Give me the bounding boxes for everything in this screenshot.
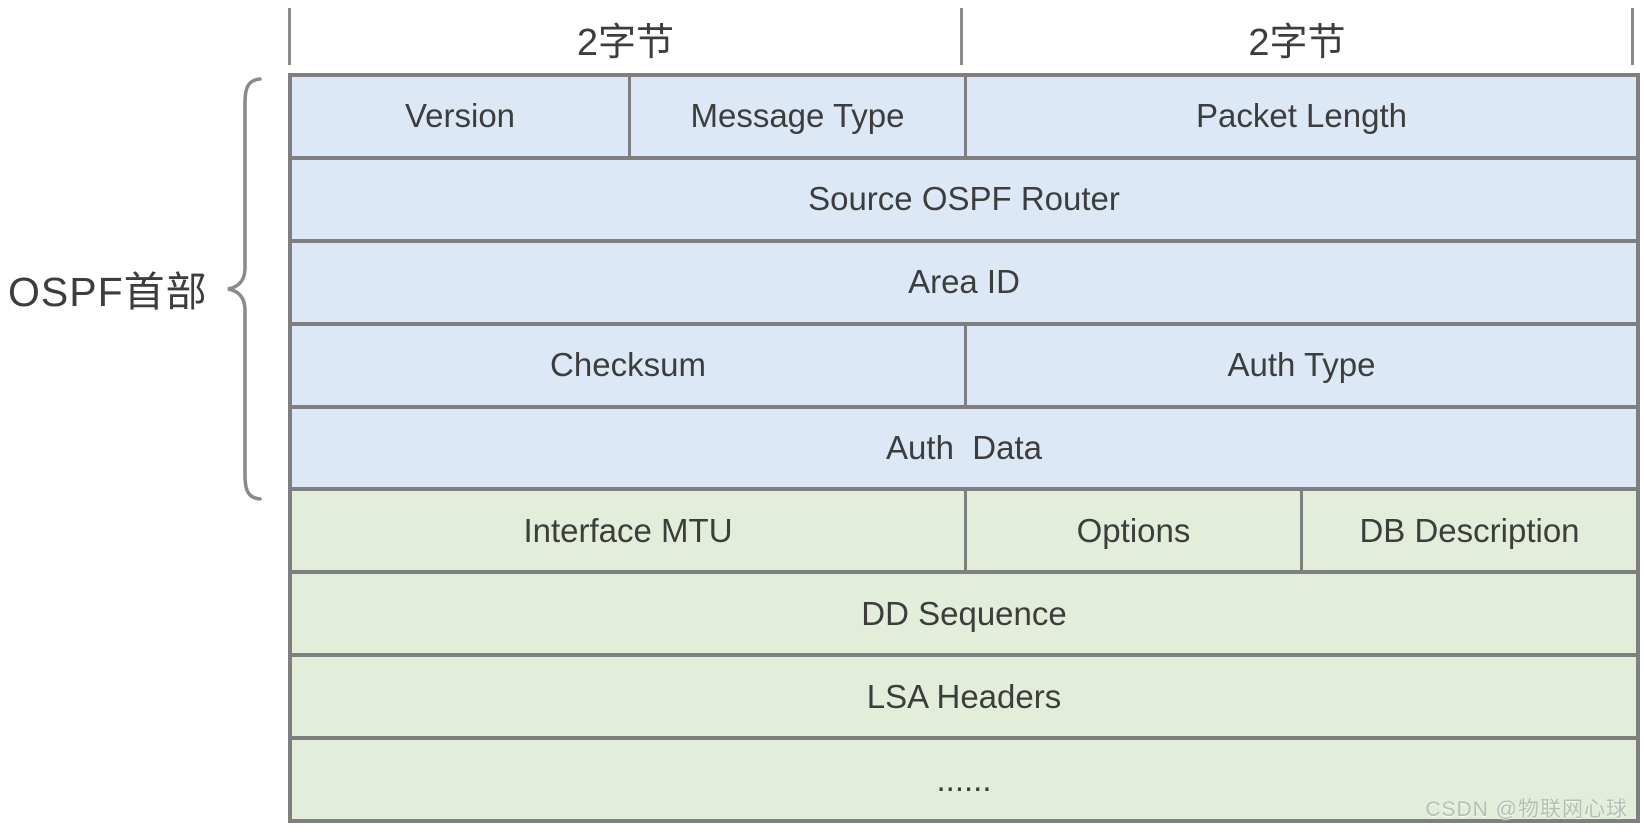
table-row: Version Message Type Packet Length (292, 77, 1636, 156)
ospf-packet-table: Version Message Type Packet Length Sourc… (288, 73, 1640, 823)
table-row: LSA Headers (292, 653, 1636, 737)
byte-width-label-right: 2字节 (1248, 21, 1346, 64)
ruler-tick (288, 8, 291, 65)
field-db-description: DB Description (1300, 491, 1636, 571)
ruler-tick (960, 8, 963, 65)
table-row: Interface MTU Options DB Description (292, 487, 1636, 571)
field-message-type: Message Type (628, 77, 964, 156)
field-dd-sequence: DD Sequence (292, 574, 1636, 654)
field-ellipsis: ...... (292, 740, 1636, 820)
field-area-id: Area ID (292, 242, 1636, 322)
table-row: Area ID (292, 238, 1636, 322)
table-row: Checksum Auth Type (292, 321, 1636, 405)
ruler-tick (1631, 8, 1634, 65)
field-source-ospf-router: Source OSPF Router (292, 159, 1636, 239)
field-options: Options (964, 491, 1300, 571)
field-auth-type: Auth Type (964, 325, 1636, 405)
ospf-header-group-label: OSPF首部 (8, 269, 208, 315)
field-lsa-headers: LSA Headers (292, 657, 1636, 737)
left-brace-icon (227, 77, 262, 501)
table-row: ...... (292, 736, 1636, 820)
field-auth-data: Auth Data (292, 408, 1636, 488)
table-row: DD Sequence (292, 570, 1636, 654)
field-version: Version (292, 77, 628, 156)
field-checksum: Checksum (292, 325, 964, 405)
byte-width-label-left: 2字节 (576, 21, 675, 64)
table-row: Source OSPF Router (292, 155, 1636, 239)
field-interface-mtu: Interface MTU (292, 491, 964, 571)
field-packet-length: Packet Length (964, 77, 1636, 156)
table-row: Auth Data (292, 404, 1636, 488)
watermark-text: CSDN @物联网心球 (1425, 798, 1628, 821)
